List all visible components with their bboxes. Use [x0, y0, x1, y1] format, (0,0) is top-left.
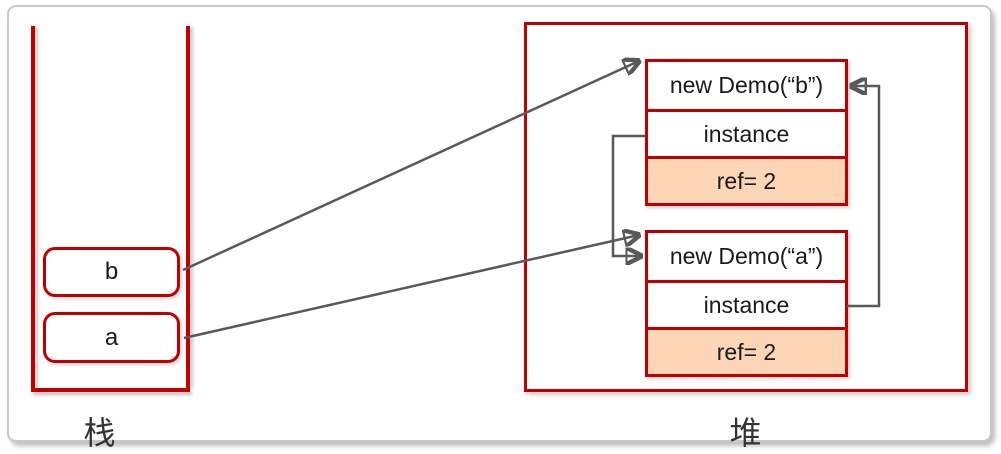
heap-object-demo-b: new Demo(“b”) instance ref= 2 — [645, 59, 848, 206]
stack-frame-a: a — [43, 312, 180, 363]
stack-label: 栈 — [83, 415, 117, 451]
stack-wall-right — [186, 26, 190, 388]
object-b-instance-cell: instance — [648, 109, 845, 156]
heap-label: 堆 — [729, 415, 763, 451]
object-b-title-cell: new Demo(“b”) — [648, 62, 845, 109]
object-b-ref-cell: ref= 2 — [648, 156, 845, 203]
stack-frame-b: b — [43, 247, 180, 297]
object-a-ref-cell: ref= 2 — [648, 327, 845, 374]
heap-object-demo-a: new Demo(“a”) instance ref= 2 — [645, 230, 848, 377]
stack-wall-left — [31, 26, 35, 388]
stack-wall-bottom — [31, 388, 190, 392]
object-a-instance-cell: instance — [648, 280, 845, 327]
stack-frame-a-label: a — [104, 323, 119, 351]
object-a-title-cell: new Demo(“a”) — [648, 233, 845, 280]
stack-frame-b-label: b — [104, 258, 119, 285]
